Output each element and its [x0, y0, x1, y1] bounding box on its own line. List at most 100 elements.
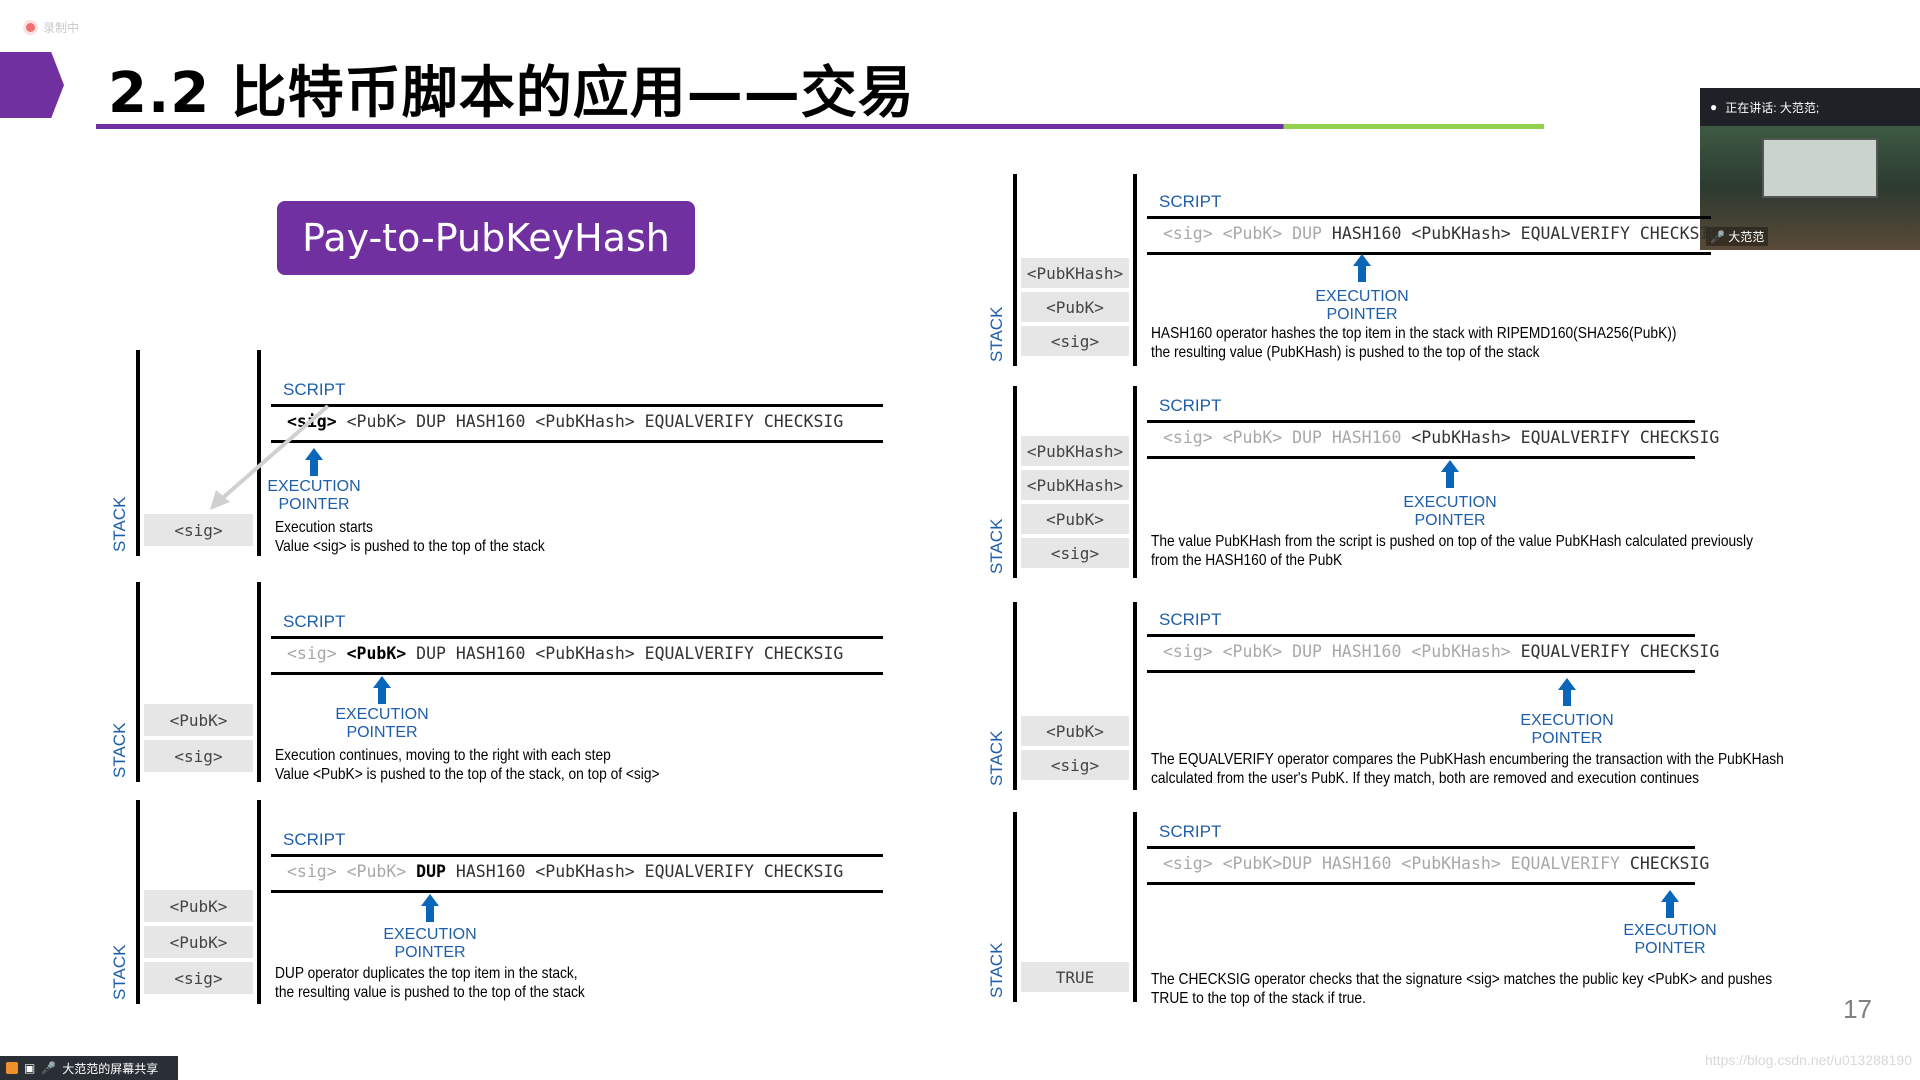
- stack-item: <sig>: [1021, 750, 1129, 780]
- execution-pointer-arrow-icon: [421, 894, 439, 922]
- description-line: The value PubKHash from the script is pu…: [1151, 533, 1753, 550]
- execution-pointer-arrow-icon: [1353, 254, 1371, 282]
- script-top-rule: [1147, 420, 1695, 423]
- slide-title: 2.2 比特币脚本的应用——交易: [108, 61, 915, 126]
- script-token: DUP HASH160 <PubKHash> EQUALVERIFY CHECK…: [406, 644, 844, 663]
- script-token: <PubKHash> EQUALVERIFY CHECKSIG: [1411, 428, 1720, 447]
- script-token: <sig> <PubK>: [287, 862, 417, 881]
- title-underline: [96, 124, 1544, 129]
- stack-item: <PubK>: [1021, 292, 1129, 322]
- stack-item: <PubK>: [144, 890, 253, 922]
- script-text: <sig> <PubK> DUP HASH160 <PubKHash> EQUA…: [1163, 428, 1719, 447]
- description-line: Value <PubK> is pushed to the top of the…: [275, 766, 660, 783]
- video-name: 大范范: [1728, 230, 1765, 244]
- stack-item: <sig>: [144, 740, 253, 772]
- script-token: <sig> <PubK> DUP HASH160: [1163, 428, 1412, 447]
- script-label: SCRIPT: [1159, 396, 1222, 415]
- stack-left-border: [136, 800, 140, 1004]
- step-description: Execution continues, moving to the right…: [275, 746, 660, 784]
- stack-item: TRUE: [1021, 962, 1129, 992]
- script-top-rule: [1147, 216, 1711, 219]
- title-chevron-icon: [0, 52, 64, 118]
- script-text: <sig> <PubK> DUP HASH160 <PubKHash> EQUA…: [287, 412, 843, 431]
- stack-left-border: [1013, 386, 1017, 578]
- page-number: 17: [1843, 994, 1872, 1024]
- script-label: SCRIPT: [283, 380, 346, 399]
- script-top-rule: [271, 636, 883, 639]
- stack-item: <sig>: [1021, 326, 1129, 356]
- script-token: <PubK> DUP HASH160 <PubKHash> EQUALVERIF…: [336, 412, 844, 431]
- stack-right-border: [1133, 386, 1137, 578]
- record-dot-icon: [26, 22, 35, 32]
- description-line: calculated from the user's PubK. If they…: [1151, 770, 1699, 787]
- stack-item: <PubK>: [144, 926, 253, 958]
- stack-item: <PubK>: [1021, 504, 1129, 534]
- script-bottom-rule: [1147, 252, 1711, 255]
- script-text: <sig> <PubK> DUP HASH160 <PubKHash> EQUA…: [1163, 642, 1719, 661]
- video-name-tag: 🎤 大范范: [1706, 227, 1769, 246]
- script-bottom-rule: [271, 440, 883, 443]
- stack-label: STACK: [987, 730, 1006, 786]
- description-line: The EQUALVERIFY operator compares the Pu…: [1151, 751, 1784, 768]
- stack-label: STACK: [110, 722, 129, 778]
- step-description: The CHECKSIG operator checks that the si…: [1151, 970, 1772, 1008]
- step-description: HASH160 operator hashes the top item in …: [1151, 324, 1676, 362]
- stack-item: <PubKHash>: [1021, 470, 1129, 500]
- script-token: HASH160 <PubKHash> EQUALVERIFY CHECKSIG: [445, 862, 844, 881]
- stack-right-border: [1133, 812, 1137, 1002]
- script-label: SCRIPT: [1159, 822, 1222, 841]
- screen-share-bar[interactable]: ▣ 🎤 大范范的屏幕共享: [0, 1056, 178, 1080]
- description-line: HASH160 operator hashes the top item in …: [1151, 325, 1677, 342]
- script-top-rule: [271, 854, 883, 857]
- recording-indicator: 录制中: [26, 18, 146, 36]
- script-token: HASH160 <PubKHash> EQUALVERIFY CHECKSIG: [1331, 224, 1720, 243]
- script-token: <sig> <PubK> DUP: [1163, 224, 1332, 243]
- projector-screen: [1762, 138, 1878, 198]
- stack-label: STACK: [987, 518, 1006, 574]
- script-text: <sig> <PubK> DUP HASH160 <PubKHash> EQUA…: [287, 862, 843, 881]
- stack-label: STACK: [110, 496, 129, 552]
- script-text: <sig> <PubK>DUP HASH160 <PubKHash> EQUAL…: [1163, 854, 1709, 873]
- script-token: <sig> <PubK> DUP HASH160 <PubKHash>: [1163, 642, 1521, 661]
- stack-item: <PubK>: [1021, 716, 1129, 746]
- stack-right-border: [257, 350, 261, 556]
- script-label: SCRIPT: [283, 612, 346, 631]
- speaking-label: 正在讲话: 大范范;: [1725, 100, 1820, 115]
- execution-pointer-arrow-icon: [305, 448, 323, 476]
- push-arrow-icon: [210, 404, 330, 510]
- stack-left-border: [136, 582, 140, 782]
- stack-left-border: [136, 350, 140, 556]
- description-line: the resulting value (PubKHash) is pushed…: [1151, 344, 1540, 361]
- description-line: from the HASH160 of the PubK: [1151, 552, 1343, 569]
- script-bottom-rule: [271, 890, 883, 893]
- stack-right-border: [257, 582, 261, 782]
- execution-pointer-arrow-icon: [1661, 890, 1679, 918]
- speaker-video[interactable]: ● 正在讲话: 大范范; 🎤 大范范: [1700, 88, 1920, 250]
- script-label: SCRIPT: [1159, 192, 1222, 211]
- script-bottom-rule: [1147, 670, 1695, 673]
- stack-right-border: [257, 800, 261, 1004]
- script-top-rule: [271, 404, 883, 407]
- mic-small-icon: 🎤: [41, 1061, 57, 1075]
- script-token: <sig> <PubK>DUP HASH160 <PubKHash> EQUAL…: [1163, 854, 1630, 873]
- step-description: The value PubKHash from the script is pu…: [1151, 532, 1753, 570]
- script-top-rule: [1147, 634, 1695, 637]
- watermark: https://blog.csdn.net/u013288190: [1704, 1052, 1912, 1068]
- stack-item: <PubKHash>: [1021, 436, 1129, 466]
- step-description: DUP operator duplicates the top item in …: [275, 964, 585, 1002]
- speaker-icon: ●: [1710, 100, 1718, 114]
- script-bottom-rule: [1147, 882, 1695, 885]
- execution-pointer-arrow-icon: [1558, 678, 1576, 706]
- share-label: 大范范的屏幕共享: [62, 1061, 159, 1076]
- execution-pointer-arrow-icon: [1441, 460, 1459, 488]
- stack-right-border: [1133, 602, 1137, 790]
- mic-icon: 🎤: [1710, 230, 1725, 244]
- step-description: The EQUALVERIFY operator compares the Pu…: [1151, 750, 1784, 788]
- description-line: Execution continues, moving to the right…: [275, 747, 611, 764]
